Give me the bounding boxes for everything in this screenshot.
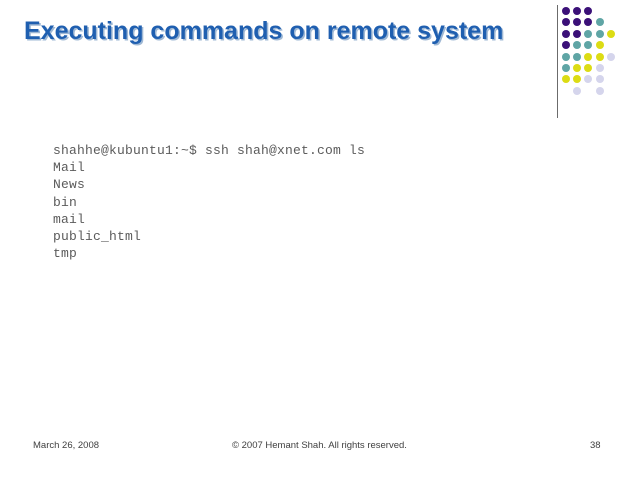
terminal-line: mail <box>53 211 86 227</box>
logo-dot-icon <box>573 52 582 61</box>
logo-dot-icon <box>573 41 582 50</box>
slide-footer: March 26, 2008 © 2007 Hemant Shah. All r… <box>0 438 638 456</box>
terminal-line: public_html <box>53 229 142 245</box>
terminal-line: News <box>53 177 86 193</box>
footer-copyright: © 2007 Hemant Shah. All rights reserved. <box>232 440 407 451</box>
header-decoration <box>548 0 638 125</box>
logo-dot-icon <box>573 75 582 84</box>
terminal-line: tmp <box>53 246 78 262</box>
logo-dot-icon <box>584 75 593 84</box>
terminal-output-block: shahhe@kubuntu1:~$ ssh shah@xnet.com ls M… <box>53 142 523 262</box>
logo-dot-icon <box>595 29 604 38</box>
logo-dot-icon <box>573 64 582 72</box>
logo-dot-icon <box>584 18 593 27</box>
logo-dot-icon <box>606 52 615 61</box>
logo-dot-icon <box>562 52 570 61</box>
logo-dot-icon <box>562 75 570 84</box>
logo-dot-icon <box>595 41 604 50</box>
logo-dot-icon <box>573 7 582 15</box>
logo-dot-icon <box>595 75 604 84</box>
logo-dot-icon <box>595 18 604 27</box>
vertical-divider-icon <box>557 5 558 118</box>
logo-dot-icon <box>584 41 593 50</box>
logo-dot-icon <box>584 7 593 15</box>
logo-dot-icon <box>562 18 570 27</box>
dot-grid-logo <box>562 7 634 112</box>
footer-page-number: 38 <box>590 440 601 451</box>
logo-dot-icon <box>562 29 570 38</box>
terminal-line: shahhe@kubuntu1:~$ ssh shah@xnet.com ls <box>53 143 366 158</box>
logo-dot-icon <box>584 52 593 61</box>
page-title: Executing commands on remote system <box>24 17 504 45</box>
logo-dot-icon <box>584 29 593 38</box>
logo-dot-icon <box>584 64 593 72</box>
logo-dot-icon <box>573 18 582 27</box>
logo-dot-icon <box>595 86 604 95</box>
footer-date: March 26, 2008 <box>33 440 100 451</box>
logo-dot-icon <box>562 64 570 72</box>
logo-dot-icon <box>562 41 570 50</box>
logo-dot-icon <box>573 29 582 38</box>
logo-dot-icon <box>573 86 582 95</box>
logo-dot-icon <box>562 7 570 15</box>
terminal-line: Mail <box>53 160 86 176</box>
terminal-line: bin <box>53 194 78 210</box>
logo-dot-icon <box>595 64 604 72</box>
logo-dot-icon <box>606 29 615 38</box>
logo-dot-icon <box>595 52 604 61</box>
